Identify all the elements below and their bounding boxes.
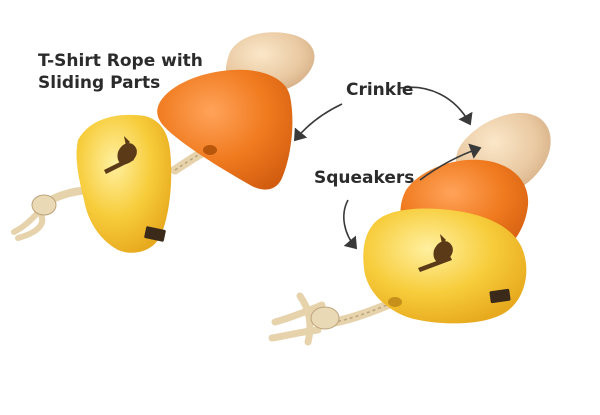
squeakers-arrow-left bbox=[343, 199, 358, 250]
rope-callout-line2: Sliding Parts bbox=[38, 73, 161, 93]
toy-right bbox=[268, 112, 551, 346]
squeakers-arrow-up bbox=[419, 143, 482, 181]
rope-callout-label: T-Shirt Rope with Sliding Parts bbox=[38, 50, 203, 94]
crinkle-arrow-right bbox=[399, 86, 473, 126]
brand-tag-left bbox=[144, 226, 166, 242]
witch-logo-left bbox=[104, 136, 137, 174]
toy-left bbox=[11, 32, 315, 253]
rope-right bbox=[268, 292, 397, 346]
squeakers-callout-label: Squeakers bbox=[314, 168, 415, 188]
yellow-segment-right bbox=[363, 208, 527, 324]
rope-callout-line1: T-Shirt Rope with bbox=[38, 51, 203, 71]
witch-logo-right bbox=[418, 234, 453, 272]
crinkle-callout-label: Crinkle bbox=[346, 80, 414, 100]
crinkle-arrow-left bbox=[293, 103, 343, 142]
orange-segment-left bbox=[157, 69, 293, 190]
yellow-segment-left bbox=[76, 114, 172, 253]
brand-tag-right bbox=[489, 288, 511, 304]
callout-arrows bbox=[293, 86, 482, 250]
